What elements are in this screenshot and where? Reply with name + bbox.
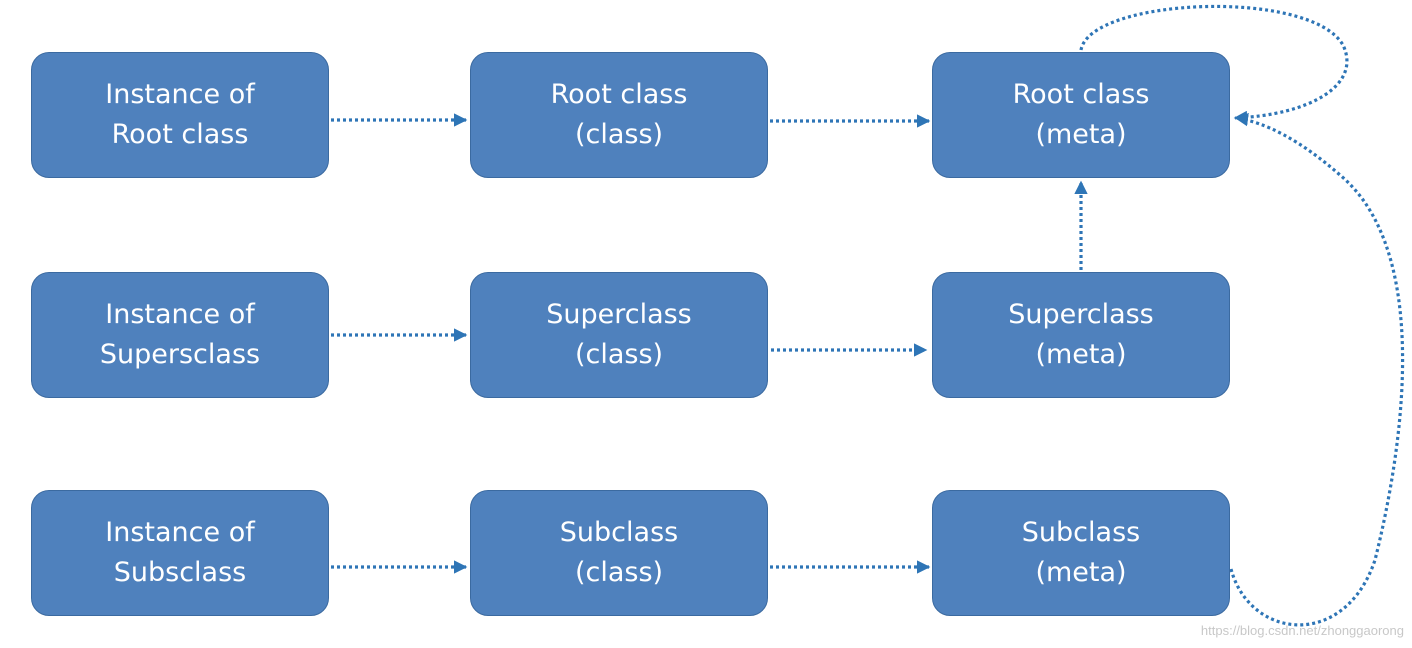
node-label-line1: Superclass — [1008, 299, 1154, 330]
node-label-line2: Root class — [111, 119, 249, 150]
node-label-line2: (class) — [574, 557, 664, 588]
node-instance-of-root-class: Instance of Root class — [31, 52, 329, 178]
node-label-line1: Subclass — [559, 517, 679, 548]
node-label-line1: Instance of — [105, 517, 255, 548]
node-label-line1: Instance of — [105, 79, 255, 110]
node-root-class-meta: Root class (meta) — [932, 52, 1230, 178]
watermark: https://blog.csdn.net/zhonggaorong — [1200, 623, 1404, 638]
node-instance-of-subclass: Instance of Subsclass — [31, 490, 329, 616]
node-label-line2: (meta) — [1035, 339, 1127, 370]
node-label-line2: Subsclass — [113, 557, 247, 588]
node-label-line1: Subclass — [1021, 517, 1141, 548]
node-label-line2: (class) — [574, 339, 664, 370]
node-superclass-class: Superclass (class) — [470, 272, 768, 398]
node-label-line1: Superclass — [546, 299, 692, 330]
edge-sub-meta-to-root-meta — [1229, 113, 1405, 627]
node-label-line2: (meta) — [1035, 557, 1127, 588]
node-label-line2: (meta) — [1035, 119, 1127, 150]
node-label-line1: Root class — [1012, 79, 1150, 110]
node-root-class-class: Root class (class) — [470, 52, 768, 178]
node-subclass-class: Subclass (class) — [470, 490, 768, 616]
node-label-line1: Instance of — [105, 299, 255, 330]
node-subclass-meta: Subclass (meta) — [932, 490, 1230, 616]
node-superclass-meta: Superclass (meta) — [932, 272, 1230, 398]
node-instance-of-superclass: Instance of Supersclass — [31, 272, 329, 398]
node-label-line2: (class) — [574, 119, 664, 150]
node-label-line2: Supersclass — [99, 339, 261, 370]
node-label-line1: Root class — [550, 79, 688, 110]
